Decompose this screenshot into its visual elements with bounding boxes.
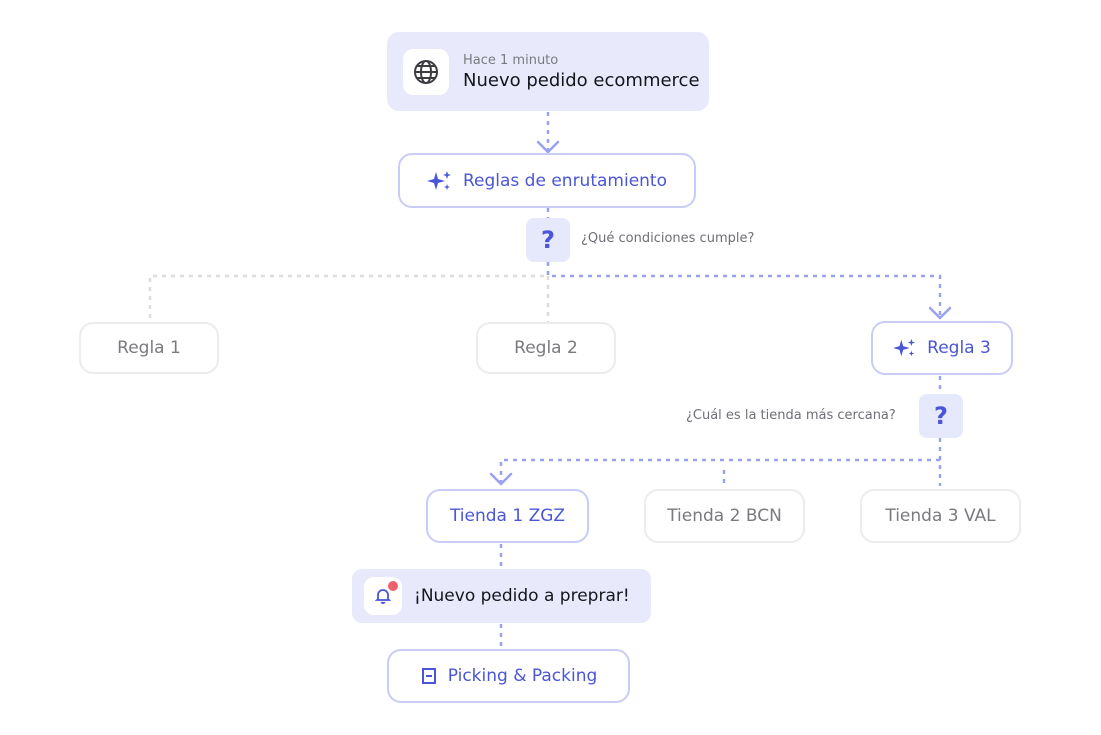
picking-packing-node[interactable]: Picking & Packing [387,649,630,703]
store-3-label: Tienda 3 VAL [885,506,996,526]
globe-icon [403,48,449,95]
picking-packing-label: Picking & Packing [447,666,598,686]
store-2-label: Tienda 2 BCN [667,506,782,526]
routing-rules-node[interactable]: Reglas de enrutamiento [398,153,696,208]
rule-2-node[interactable]: Regla 2 [476,322,616,374]
arrowhead-routing [536,140,560,154]
notification-label: ¡Nuevo pedido a preprar! [414,586,630,606]
rule-1-label: Regla 1 [117,338,181,358]
question-1-text: ¿Qué condiciones cumple? [581,231,755,246]
notification-dot [388,581,398,591]
trigger-card[interactable]: Hace 1 minuto Nuevo pedido ecommerce [387,32,709,111]
sparkle-icon [893,337,917,359]
notification-card[interactable]: ¡Nuevo pedido a preprar! [352,569,651,623]
rule-1-node[interactable]: Regla 1 [79,322,219,374]
store-1-node[interactable]: Tienda 1 ZGZ [426,489,589,543]
box-icon [420,667,438,685]
connector-to-regla-1 [148,262,550,322]
routing-rules-label: Reglas de enrutamiento [462,170,668,191]
rule-2-label: Regla 2 [514,338,578,358]
store-3-node[interactable]: Tienda 3 VAL [860,489,1021,543]
question-mark-1: ? [526,218,570,262]
trigger-title: Nuevo pedido ecommerce [463,69,700,91]
connector-to-tienda-1 [499,458,940,482]
trigger-text: Hace 1 minuto Nuevo pedido ecommerce [463,53,700,91]
arrowhead-tienda-1 [489,472,513,486]
rule-3-label: Regla 3 [927,338,991,358]
store-1-label: Tienda 1 ZGZ [449,506,566,526]
sparkle-icon [426,169,453,193]
trigger-time: Hace 1 minuto [463,52,559,68]
store-2-node[interactable]: Tienda 2 BCN [644,489,805,543]
question-2-text: ¿Cuál es la tienda más cercana? [686,408,896,423]
connector-to-regla-3 [546,262,942,316]
arrowhead-regla-3 [928,306,952,320]
bell-icon [364,577,402,615]
rule-3-node[interactable]: Regla 3 [871,321,1013,375]
question-mark-2: ? [919,394,963,438]
